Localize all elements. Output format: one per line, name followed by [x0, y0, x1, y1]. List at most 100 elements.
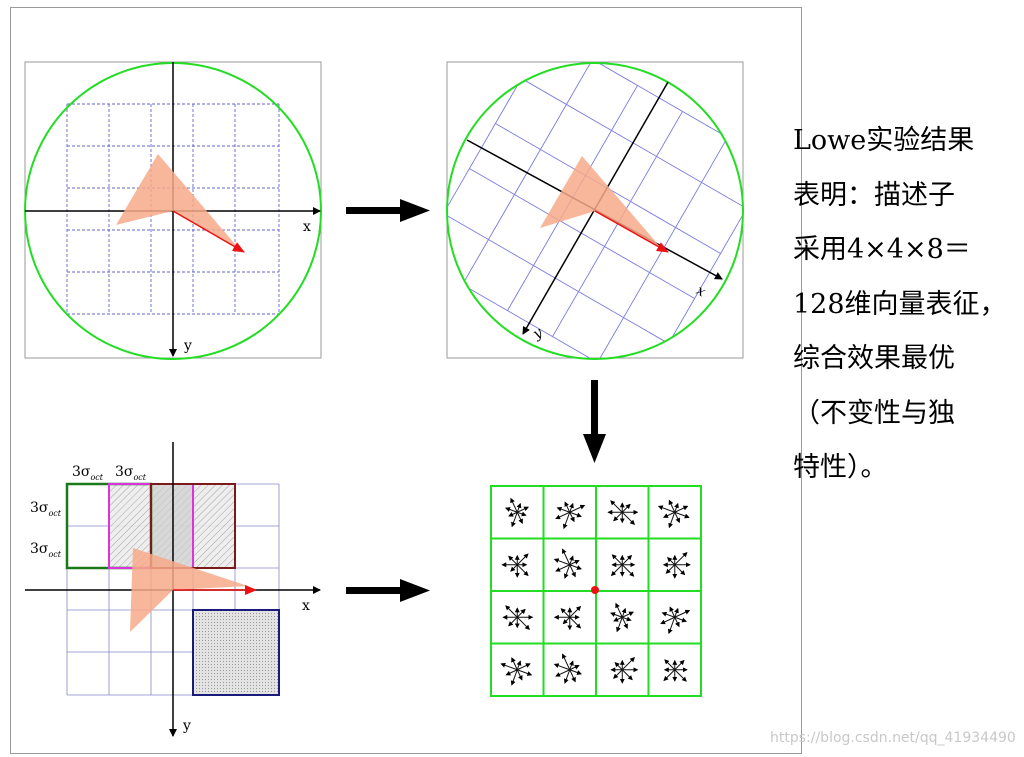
gaussian-window-circle — [446, 62, 744, 360]
orientation-bin-arrow — [615, 602, 623, 618]
orientation-bin-arrow — [511, 512, 518, 528]
orientation-bin-arrow — [508, 616, 518, 627]
orientation-bin-arrow — [555, 511, 570, 520]
orientation-bin-arrow — [622, 611, 635, 618]
orientation-bin-arrow — [562, 548, 571, 565]
orientation-bin-arrow — [516, 512, 523, 525]
orientation-bin-arrow — [516, 616, 531, 631]
orientation-bin-arrow — [516, 660, 522, 670]
orientation-bin-arrow — [674, 616, 687, 623]
orientation-bin-arrow — [569, 504, 586, 513]
description-line: 综合效果最优 — [793, 343, 955, 374]
orientation-bin-arrow — [662, 511, 675, 518]
orientation-bin-arrow — [511, 657, 518, 670]
y-axis-label: y — [182, 718, 191, 734]
orientation-bin-arrow — [569, 669, 582, 675]
orientation-bin-arrow — [674, 564, 686, 576]
orientation-bin-arrow — [674, 502, 679, 513]
orientation-bin-arrow — [674, 551, 688, 566]
orientation-bin-arrow — [562, 616, 571, 625]
orientation-bin-arrow — [555, 669, 570, 677]
description-line: （不变性与独 — [793, 397, 955, 429]
x-axis-label: x — [303, 219, 311, 235]
orientation-bin-arrow — [660, 616, 675, 625]
orientation-bin-arrow — [516, 669, 523, 681]
orientation-bin-arrow — [500, 662, 518, 671]
gradient-shape — [540, 156, 662, 249]
orientation-bin-arrow — [610, 500, 623, 513]
orientation-bin-arrow — [516, 564, 529, 577]
description-line: 128维向量表征， — [793, 288, 1007, 320]
orientation-bin-arrow — [564, 501, 571, 513]
description-text: Lowe实验结果 表明：描述子 采用4×4×8＝ 128维向量表征， 综合效果最… — [793, 114, 1024, 496]
orientation-bin-arrow — [665, 564, 676, 574]
orientation-bin-arrow — [569, 555, 574, 565]
y-axis-label: y — [183, 338, 192, 354]
orientation-bin-arrow — [569, 605, 582, 618]
orientation-bin-arrow — [569, 660, 574, 670]
orientation-bin-arrow — [517, 511, 527, 517]
orientation-bin-arrow — [611, 554, 623, 566]
orientation-bin-arrow — [674, 512, 680, 524]
orientation-bin-arrow — [621, 617, 628, 630]
orientation-bin-arrow — [510, 669, 518, 686]
orientation-bin-arrow — [562, 653, 571, 670]
orientation-bin-arrow — [553, 663, 570, 671]
sigma-label-top-1: 3σoct — [72, 464, 104, 482]
orientation-bin-arrow — [622, 616, 632, 622]
orientation-bin-arrow — [664, 659, 676, 671]
panel-rotated-grid: x y — [446, 61, 744, 360]
orientation-bin-arrow — [556, 506, 570, 513]
orientation-bin-arrow — [614, 661, 623, 671]
orientation-bin-arrow — [613, 511, 623, 522]
descriptor-grid — [490, 485, 702, 697]
orientation-bin-arrow — [674, 659, 685, 671]
orientation-bin-arrow — [505, 669, 518, 676]
orientation-bin-arrow — [505, 605, 518, 618]
orientation-bin-arrow — [553, 558, 570, 566]
orientation-bin-arrow — [669, 606, 676, 618]
orientation-bin-arrow — [510, 564, 518, 572]
orientation-bin-arrow — [569, 564, 582, 570]
orientation-bin-arrow — [661, 611, 675, 618]
orientation-bin-arrow — [569, 664, 580, 671]
flow-arrow-right-top — [346, 199, 430, 222]
orientation-bin-arrow — [674, 617, 680, 628]
main-orientation-arrow — [594, 210, 669, 253]
orientation-bin-arrow — [663, 669, 676, 682]
orientation-bin-arrow — [616, 617, 623, 633]
orientation-bin-arrow — [516, 553, 529, 566]
orientation-bin-arrow — [621, 607, 627, 618]
overlap-region — [151, 484, 193, 568]
orientation-bin-arrow — [657, 505, 675, 513]
orientation-bin-arrow — [666, 556, 676, 566]
orientation-bin-arrow — [569, 511, 582, 518]
orientation-bin-arrow — [613, 669, 623, 679]
orientation-bin-arrow — [555, 564, 570, 572]
navy-subregion-box — [192, 609, 280, 696]
orientation-bin-arrow — [569, 502, 574, 513]
orientation-bin-arrow — [517, 663, 531, 671]
sigma-label-left-2: 3σoct — [30, 541, 62, 559]
watermark: https://blog.csdn.net/qq_41934490 — [770, 730, 1016, 746]
panel-aligned-grid: x y — [24, 61, 322, 360]
orientation-bin-arrow — [560, 608, 571, 618]
orientation-bin-arrow — [505, 507, 518, 513]
orientation-bin-arrow — [621, 554, 633, 566]
orientation-bin-arrow — [517, 669, 533, 676]
gradient-shape — [130, 548, 248, 632]
description-line: 采用4×4×8＝ — [793, 234, 971, 265]
orientation-bin-arrow — [674, 669, 687, 682]
orientation-bin-arrow — [510, 497, 518, 513]
sigma-label-top-2: 3σoct — [115, 464, 147, 482]
orientation-bin-arrow — [569, 559, 580, 566]
orientation-bin-arrow — [517, 506, 530, 513]
sigma-label-left-1: 3σoct — [30, 500, 62, 518]
flow-arrow-down — [583, 380, 606, 463]
description-line: 表明：描述子 — [793, 179, 955, 211]
figure-frame — [10, 7, 802, 754]
orientation-bin-arrow — [563, 669, 571, 684]
orientation-bin-arrow — [621, 511, 636, 526]
orientation-bin-arrow — [621, 503, 631, 513]
orientation-bin-arrow — [610, 564, 623, 577]
